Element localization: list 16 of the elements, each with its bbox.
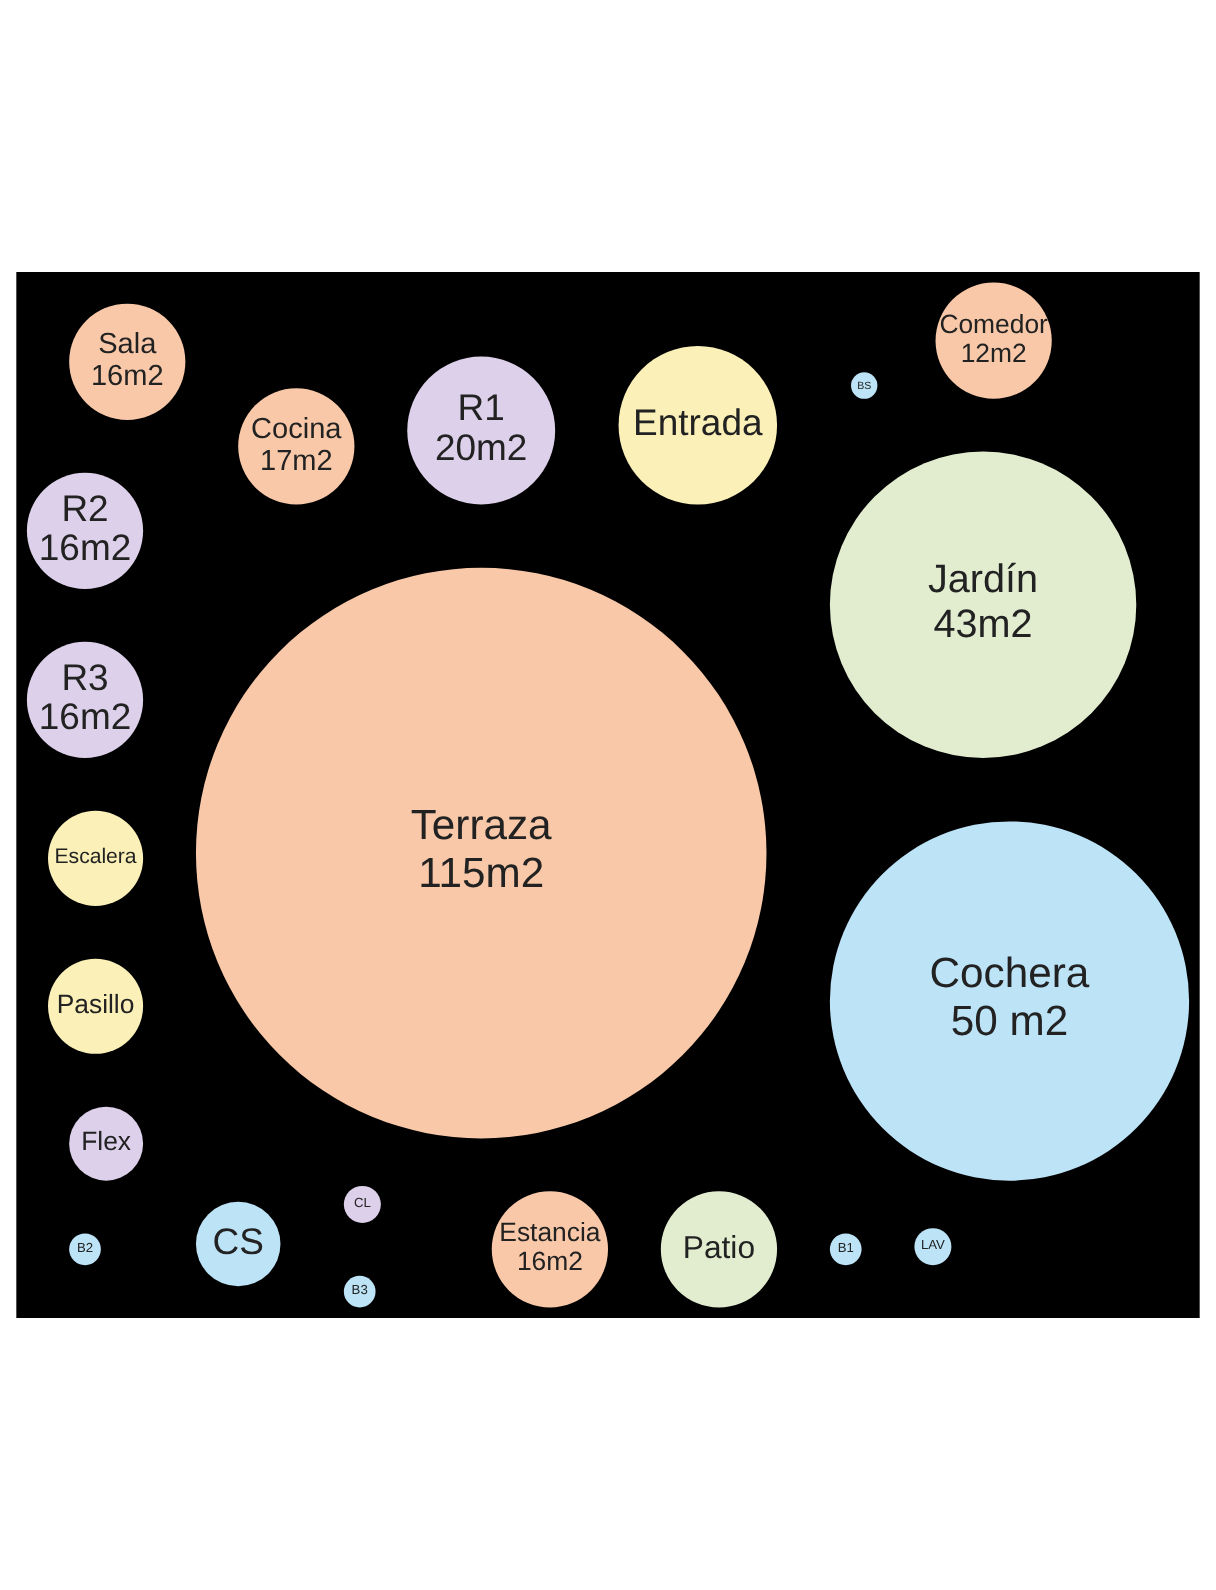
node-circle: Terraza 115m2	[195, 567, 767, 1139]
node-circle: CS	[195, 1201, 281, 1287]
node-circle: R1 20m2	[407, 356, 556, 505]
node-circle: Patio	[660, 1191, 778, 1308]
node-circle: Cochera 50 m2	[829, 821, 1190, 1181]
node-circle: Comedor 12m2	[935, 282, 1052, 399]
node-circle: R3 16m2	[26, 641, 144, 758]
node-circle: Entrada	[618, 345, 778, 505]
node-circle: R2 16m2	[26, 472, 144, 589]
node-circle: Flex	[69, 1106, 144, 1181]
node-circle: Cocina 17m2	[238, 388, 355, 505]
node-circle: Pasillo	[48, 958, 144, 1054]
node-circle: Estancia 16m2	[491, 1191, 608, 1308]
node-circle: Jardín 43m2	[829, 451, 1137, 758]
node-circle: Escalera	[48, 810, 144, 906]
node-circle: Sala 16m2	[69, 303, 186, 420]
